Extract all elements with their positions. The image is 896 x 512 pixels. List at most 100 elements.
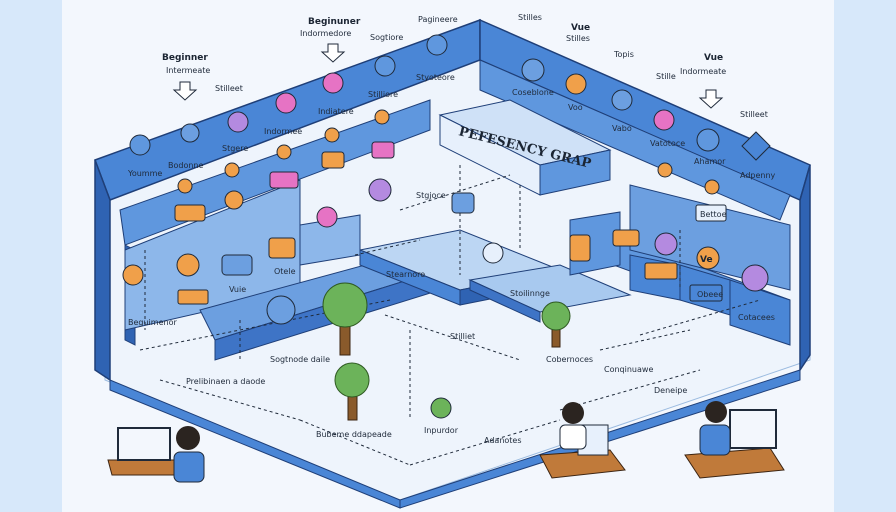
label-cotacees: Cotacees bbox=[738, 313, 775, 322]
label-inpurdor: Inpurdor bbox=[424, 426, 459, 435]
badge-drop-blue-icon bbox=[611, 89, 633, 111]
node-pink-tag bbox=[269, 171, 299, 189]
label-styoteore: Styoteore bbox=[416, 73, 455, 82]
tree-2-canopy bbox=[334, 362, 370, 398]
arrow-11 bbox=[639, 299, 761, 336]
node-oulek bbox=[174, 204, 206, 222]
title-block-side bbox=[539, 149, 611, 196]
badge-swirl-icon bbox=[521, 58, 545, 82]
node-dot-right-1 bbox=[657, 162, 673, 178]
label-conqinuawe: Conqinuawe bbox=[604, 365, 653, 374]
label-vue-top: Vue bbox=[571, 23, 590, 33]
node-purple-pin bbox=[368, 178, 392, 202]
label-voo: Voo bbox=[568, 103, 583, 112]
node-venture bbox=[177, 289, 209, 305]
label-bettoe: Bettoe bbox=[700, 210, 727, 219]
label-coseblone: Coseblone bbox=[512, 88, 554, 97]
node-ve-badge bbox=[696, 246, 720, 270]
person-middle bbox=[539, 402, 626, 479]
mid-platform-b-front bbox=[469, 279, 541, 323]
label-prelude: Prelibinaen a daode bbox=[186, 377, 265, 386]
node-green-gear bbox=[430, 397, 452, 419]
node-dot-1 bbox=[177, 178, 193, 194]
label-stoilinnge: Stoilinnge bbox=[510, 289, 550, 298]
label-pagineere: Pagineere bbox=[418, 15, 458, 24]
node-dot-5 bbox=[324, 127, 340, 143]
down-arrow-2 bbox=[320, 43, 346, 63]
label-cobernoces: Cobernoces bbox=[546, 355, 593, 364]
head-middle bbox=[562, 402, 584, 424]
arrow-5 bbox=[559, 369, 701, 411]
node-conforoct bbox=[644, 262, 678, 280]
right-panel-3 bbox=[729, 279, 791, 346]
label-sogtiore: Sogtiore bbox=[370, 33, 403, 42]
label-youmme: Youmme bbox=[127, 169, 162, 178]
label-vue-right: Vue bbox=[704, 53, 723, 63]
down-arrow-3 bbox=[698, 89, 724, 109]
label-stgjoce: Stgjoce bbox=[416, 191, 446, 200]
label-bubeme: Bubeme ddapeade bbox=[316, 430, 392, 439]
person-right bbox=[684, 401, 785, 479]
right-wall-inner bbox=[629, 184, 791, 291]
label-intermediate-right: Indormeate bbox=[680, 67, 726, 76]
badge-globe-icon bbox=[426, 34, 448, 56]
badge-cloud-icon bbox=[129, 134, 151, 156]
trees bbox=[322, 282, 571, 421]
head-left bbox=[176, 426, 200, 450]
label-ve: Ve bbox=[700, 255, 713, 265]
node-dot-6 bbox=[374, 109, 390, 125]
monitor-right bbox=[729, 409, 777, 449]
label-oebee: Obeee bbox=[697, 290, 723, 299]
node-gear-big bbox=[266, 295, 296, 325]
label-stilles-top: Stilles bbox=[518, 13, 542, 22]
dependency-arrows bbox=[139, 165, 761, 466]
label-stilleet: Stilleet bbox=[740, 110, 768, 119]
node-dot-3 bbox=[224, 190, 244, 210]
right-wall-side bbox=[799, 164, 811, 373]
node-orange-tag bbox=[321, 151, 345, 169]
tree-1-canopy bbox=[322, 282, 368, 328]
callout-arrows bbox=[172, 43, 724, 109]
node-v-shield bbox=[569, 234, 591, 262]
nodes bbox=[122, 109, 769, 419]
node-oule bbox=[612, 229, 640, 247]
badge-pink-icon bbox=[275, 92, 297, 114]
label-deneipe: Deneipe bbox=[654, 386, 687, 395]
node-oebee-tag bbox=[689, 284, 723, 302]
label-indiatere: Indiatere bbox=[318, 107, 354, 116]
monitor-left bbox=[117, 427, 171, 461]
badge-drop-icon bbox=[227, 111, 249, 133]
body-middle bbox=[559, 424, 587, 450]
label-intermediate-top: Indormedore bbox=[300, 29, 351, 38]
label-stille-right: Stille bbox=[656, 72, 676, 81]
node-pink-tag-2 bbox=[371, 141, 395, 159]
down-arrow-1 bbox=[172, 81, 198, 101]
tree-3-canopy bbox=[541, 301, 571, 331]
label-stgere: Stgere bbox=[222, 144, 248, 153]
label-bodonne: Bodonne bbox=[168, 161, 203, 170]
badge-gear-icon bbox=[741, 131, 771, 161]
arrow-16 bbox=[354, 239, 421, 256]
badge-drop-pink-icon bbox=[322, 72, 344, 94]
head-right bbox=[705, 401, 727, 423]
node-cloud-left bbox=[221, 254, 253, 276]
labels: Beginner Intermeate Beginuner Indormedor… bbox=[127, 13, 776, 445]
label-vatotoce: Vatotoce bbox=[650, 139, 685, 148]
label-otele: Otele bbox=[274, 267, 296, 276]
badge-circle-icon bbox=[696, 128, 720, 152]
label-vuie: Vuie bbox=[229, 285, 246, 294]
label-topis: Topis bbox=[613, 50, 634, 59]
label-sogtnode-daile: Sogtnode daile bbox=[270, 355, 330, 364]
label-beguimenor: Beguimenor bbox=[128, 318, 177, 327]
badge-orange-icon bbox=[565, 73, 587, 95]
node-gear bbox=[482, 242, 504, 264]
label-beginner-top: Beginuner bbox=[308, 17, 361, 27]
label-ahamor: Ahamor bbox=[694, 157, 726, 166]
left-wall-side bbox=[94, 159, 111, 382]
node-folder-left bbox=[268, 237, 296, 259]
node-bettoe-tag bbox=[695, 204, 727, 222]
label-stearnore: Stearnore bbox=[386, 270, 425, 279]
body-left bbox=[173, 451, 205, 483]
